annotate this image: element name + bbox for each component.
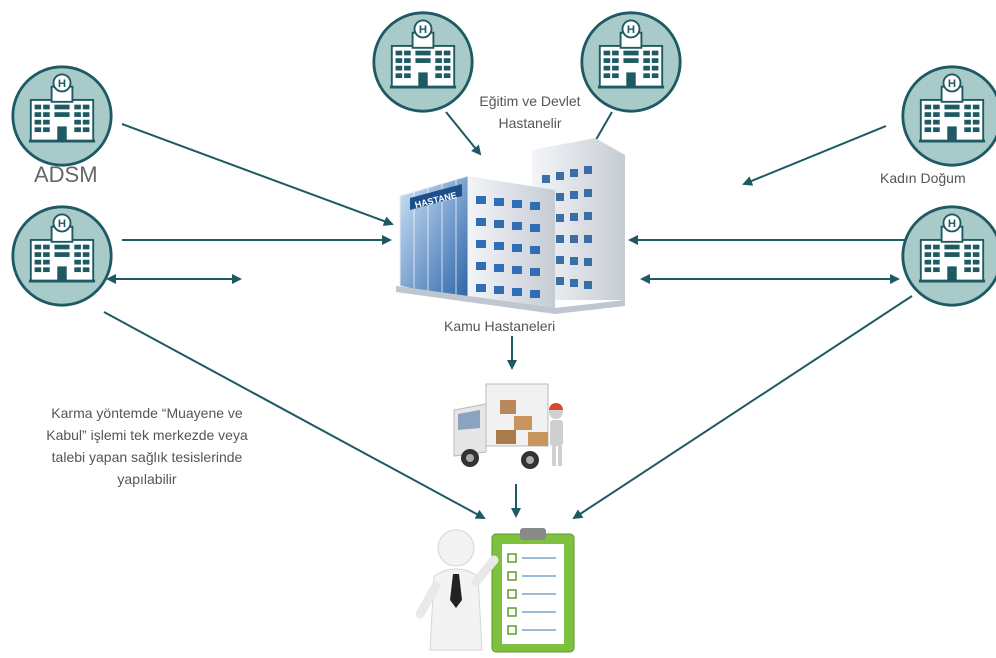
note-line2: Kabul” işlemi tek merkezde veya: [46, 427, 248, 443]
hospital-icon-egitim-right: [580, 11, 682, 113]
arrow-egitim-left-to-kamu: [445, 111, 482, 156]
hospital-building-icon: HASTANE: [396, 138, 625, 314]
kamu-hastaneleri-label: Kamu Hastaneleri: [444, 318, 556, 334]
kadin-dogum-label: Kadın Doğum: [880, 170, 966, 186]
egitim-label-line2: Hastanelir: [498, 115, 562, 131]
adsm-label: ADSM: [34, 162, 98, 187]
hospital-icon-adsm: [11, 65, 113, 167]
karma-yontem-note: Karma yöntemde “Muayene ve Kabul” işlemi…: [22, 402, 272, 490]
arrow-adsm-to-kamu: [121, 123, 394, 226]
arrow-kadin-to-kamu: [742, 125, 887, 186]
note-line4: yapılabilir: [117, 471, 177, 487]
hospital-icon-kadin-dogum: [901, 65, 996, 167]
checklist-person-icon: [415, 528, 575, 653]
egitim-label-line1: Eğitim ve Devlet: [479, 93, 581, 109]
box: [528, 432, 548, 446]
egitim-devlet-label: Eğitim ve Devlet Hastanelir: [470, 90, 590, 134]
hospital-icon-right-lower: [901, 205, 996, 307]
delivery-truck-icon: [453, 383, 563, 469]
arrow-right-to-inspector: [572, 295, 913, 520]
note-line1: Karma yöntemde “Muayene ve: [51, 405, 243, 421]
note-line3: talebi yapan sağlık tesislerinde: [51, 449, 243, 465]
hospital-icon-left-lower: [11, 205, 113, 307]
arrow-left-to-inspector: [103, 311, 486, 519]
hospital-icon-egitim-left: [372, 11, 474, 113]
